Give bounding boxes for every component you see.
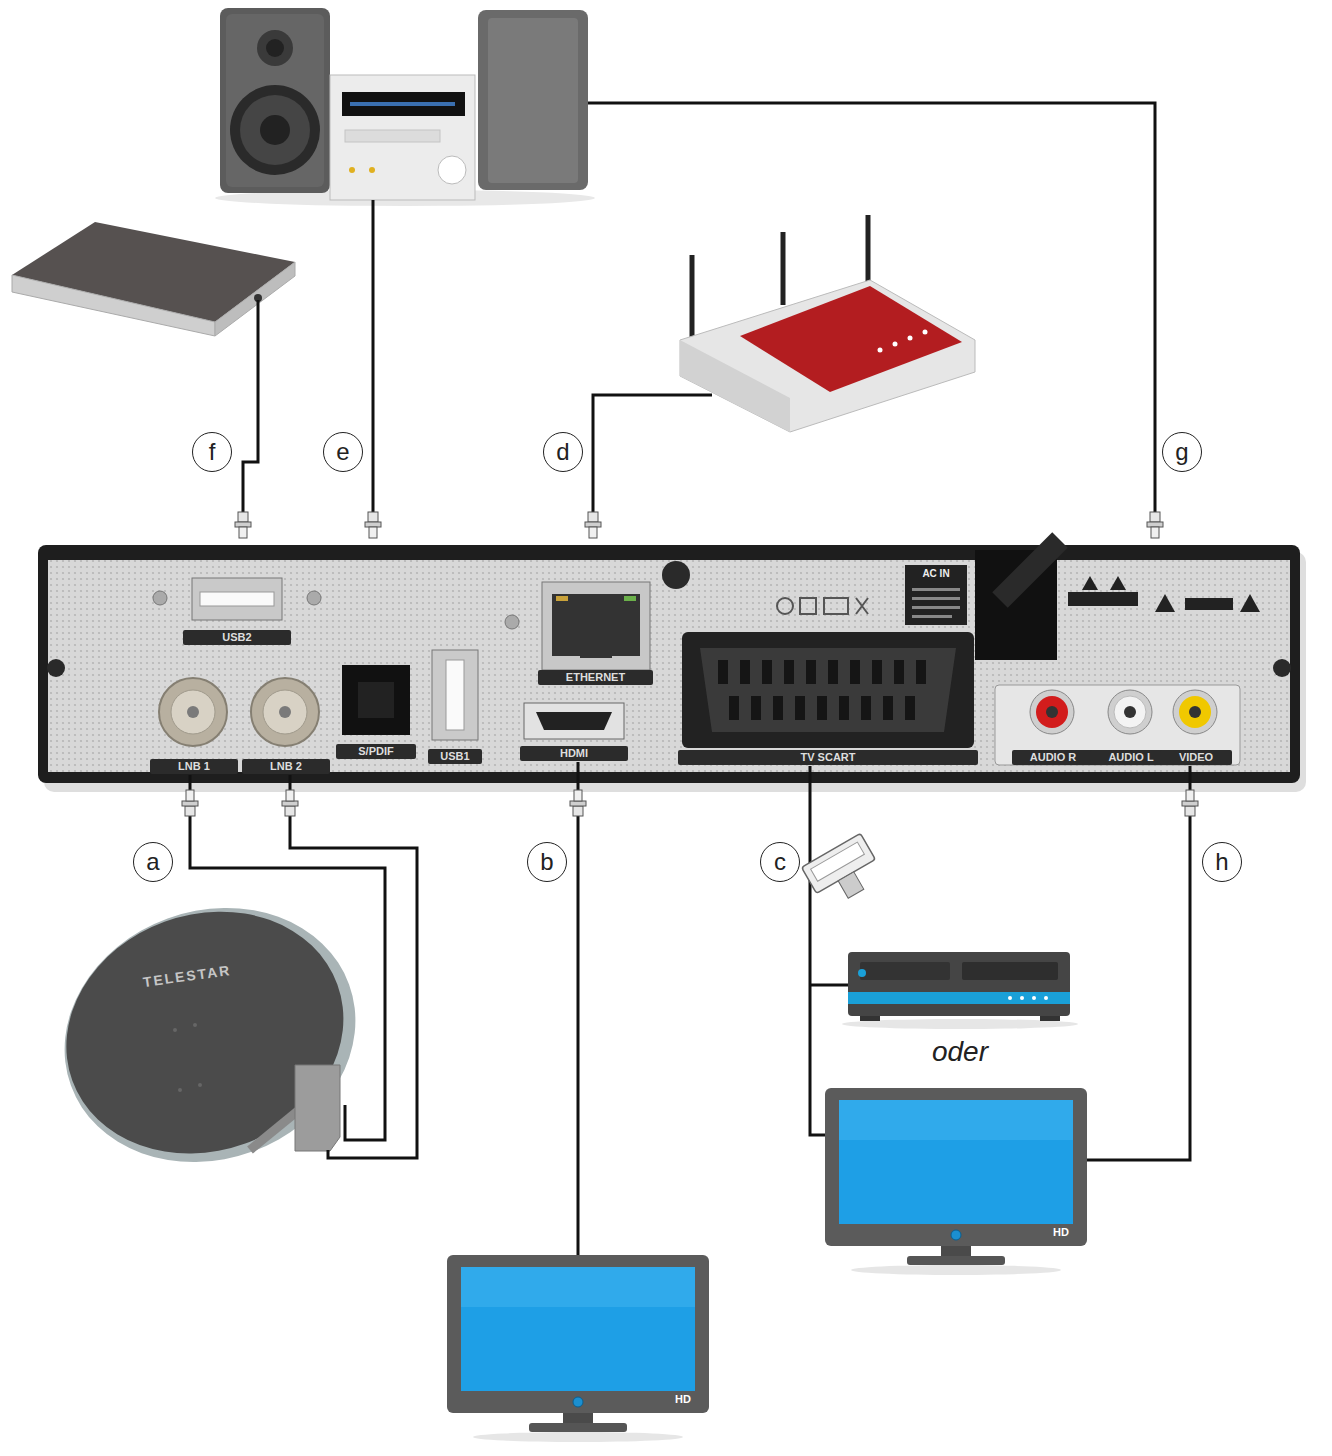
port-label-text: LNB 1 (150, 759, 238, 774)
scart-plug (802, 833, 886, 910)
port-label: AUDIO R (1012, 688, 1094, 766)
callout-letter: a (133, 842, 173, 882)
cable-connector (810, 766, 825, 1135)
callout-letter: b (527, 842, 567, 882)
router (680, 215, 975, 432)
node-text: HD (665, 1393, 701, 1405)
cable-connector (190, 775, 385, 1140)
panel-text: AC IN (905, 568, 967, 579)
port-label-text: USB2 (183, 630, 291, 645)
callout-letter: h (1202, 842, 1242, 882)
satellite-dish: TELESTAR (60, 900, 370, 1195)
port-label-text: TV SCART (678, 750, 978, 765)
cable-connector (1087, 766, 1190, 1160)
note-text: oder (915, 1036, 1005, 1068)
port-label-text: HDMI (520, 746, 628, 761)
hard-drive (12, 222, 295, 336)
port-label: TV SCART (678, 628, 978, 766)
port-label-text: ETHERNET (538, 670, 653, 685)
cable-connector (290, 775, 417, 1158)
stereo-system (215, 8, 595, 206)
port-label: S/PDIF (336, 660, 416, 760)
tv-illustration (447, 1255, 709, 1445)
receiver-back-panel (38, 540, 1306, 792)
port-label: USB1 (428, 645, 482, 765)
port-label: USB2 (183, 572, 291, 646)
cable (243, 103, 1155, 985)
port-label-text: AUDIO R (1012, 750, 1094, 765)
port-label-text: S/PDIF (336, 744, 416, 759)
port-label: ETHERNET (538, 578, 653, 686)
callout-letter: f (192, 432, 232, 472)
callout-letter: d (543, 432, 583, 472)
port-label: LNB 1 (150, 675, 238, 775)
port-label: LNB 2 (242, 675, 330, 775)
port-label-text: LNB 2 (242, 759, 330, 774)
callout-letter: c (760, 842, 800, 882)
port-label-text: USB1 (428, 749, 482, 764)
port-label-text: VIDEO (1160, 750, 1232, 765)
callout-letter: e (323, 432, 363, 472)
hd-television: HD (825, 1088, 1087, 1278)
port-label: VIDEO (1160, 688, 1232, 766)
cable-connector (577, 762, 580, 1255)
callout-letter: g (1162, 432, 1202, 472)
hd-television: HD (447, 1255, 709, 1445)
recorder-box (842, 952, 1078, 1029)
tv-illustration (825, 1088, 1087, 1278)
node-text: HD (1043, 1226, 1079, 1238)
plug (182, 790, 1198, 816)
plug (235, 512, 1163, 538)
dish-illustration (60, 900, 370, 1195)
port-label: HDMI (520, 700, 628, 762)
